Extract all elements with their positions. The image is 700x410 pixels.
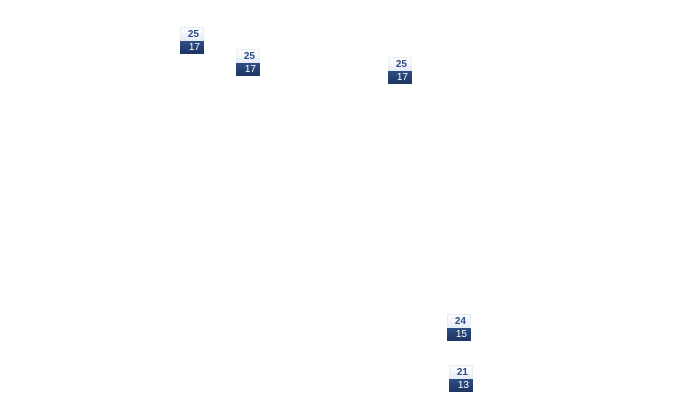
high-temperature: 24 <box>447 314 471 328</box>
low-temperature: 13 <box>449 379 473 392</box>
temperature-marker[interactable]: 24 15 <box>447 314 471 341</box>
high-temperature: 21 <box>449 365 473 379</box>
low-temperature: 15 <box>447 328 471 341</box>
temperature-marker[interactable]: 25 17 <box>236 49 260 76</box>
temperature-marker[interactable]: 25 17 <box>180 27 204 54</box>
high-temperature: 25 <box>388 57 412 71</box>
low-temperature: 17 <box>180 41 204 54</box>
low-temperature: 17 <box>236 63 260 76</box>
high-temperature: 25 <box>236 49 260 63</box>
low-temperature: 17 <box>388 71 412 84</box>
temperature-marker[interactable]: 25 17 <box>388 57 412 84</box>
high-temperature: 25 <box>180 27 204 41</box>
temperature-marker[interactable]: 21 13 <box>449 365 473 392</box>
